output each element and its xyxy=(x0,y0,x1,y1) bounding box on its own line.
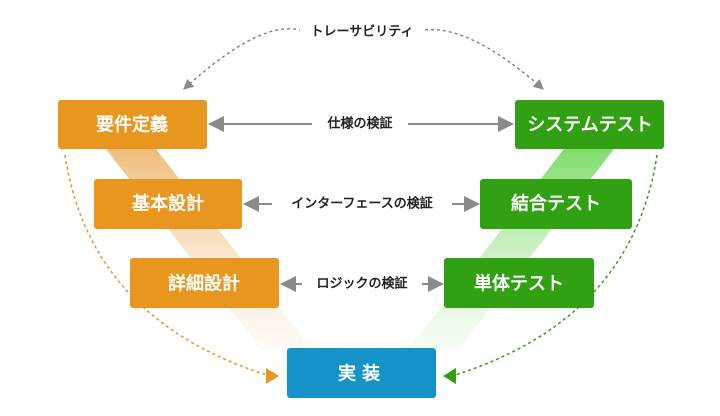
traceability-label: トレーサビリティ xyxy=(311,24,414,40)
box-implementation: 実装 xyxy=(287,348,436,398)
box-system-test: システムテスト xyxy=(515,100,664,149)
box-implementation-label: 実装 xyxy=(338,363,386,385)
logic-verification-label: ロジックの検証 xyxy=(316,276,407,292)
box-basic-design-label: 基本設計 xyxy=(131,193,204,215)
box-requirements: 要件定義 xyxy=(58,100,207,149)
box-integration-test-label: 結合テスト xyxy=(511,193,601,215)
test-to-implementation-curve xyxy=(451,154,658,377)
interface-verification-label: インターフェースの検証 xyxy=(291,196,433,212)
box-unit-test-label: 単体テスト xyxy=(474,273,564,295)
green-arrowhead-icon xyxy=(443,368,456,384)
design-to-implementation-curve xyxy=(64,154,271,377)
box-requirements-label: 要件定義 xyxy=(96,114,168,136)
box-detailed-design: 詳細設計 xyxy=(130,258,279,308)
box-unit-test: 単体テスト xyxy=(444,258,594,308)
spec-verification-label: 仕様の検証 xyxy=(326,116,392,132)
box-detailed-design-label: 詳細設計 xyxy=(168,273,240,295)
orange-arrowhead-icon xyxy=(266,368,279,384)
box-system-test-label: システムテスト xyxy=(527,115,652,136)
box-basic-design: 基本設計 xyxy=(94,179,242,229)
box-integration-test: 結合テスト xyxy=(480,179,632,229)
traceability-arc-right xyxy=(424,28,544,90)
traceability-arc xyxy=(183,28,301,90)
